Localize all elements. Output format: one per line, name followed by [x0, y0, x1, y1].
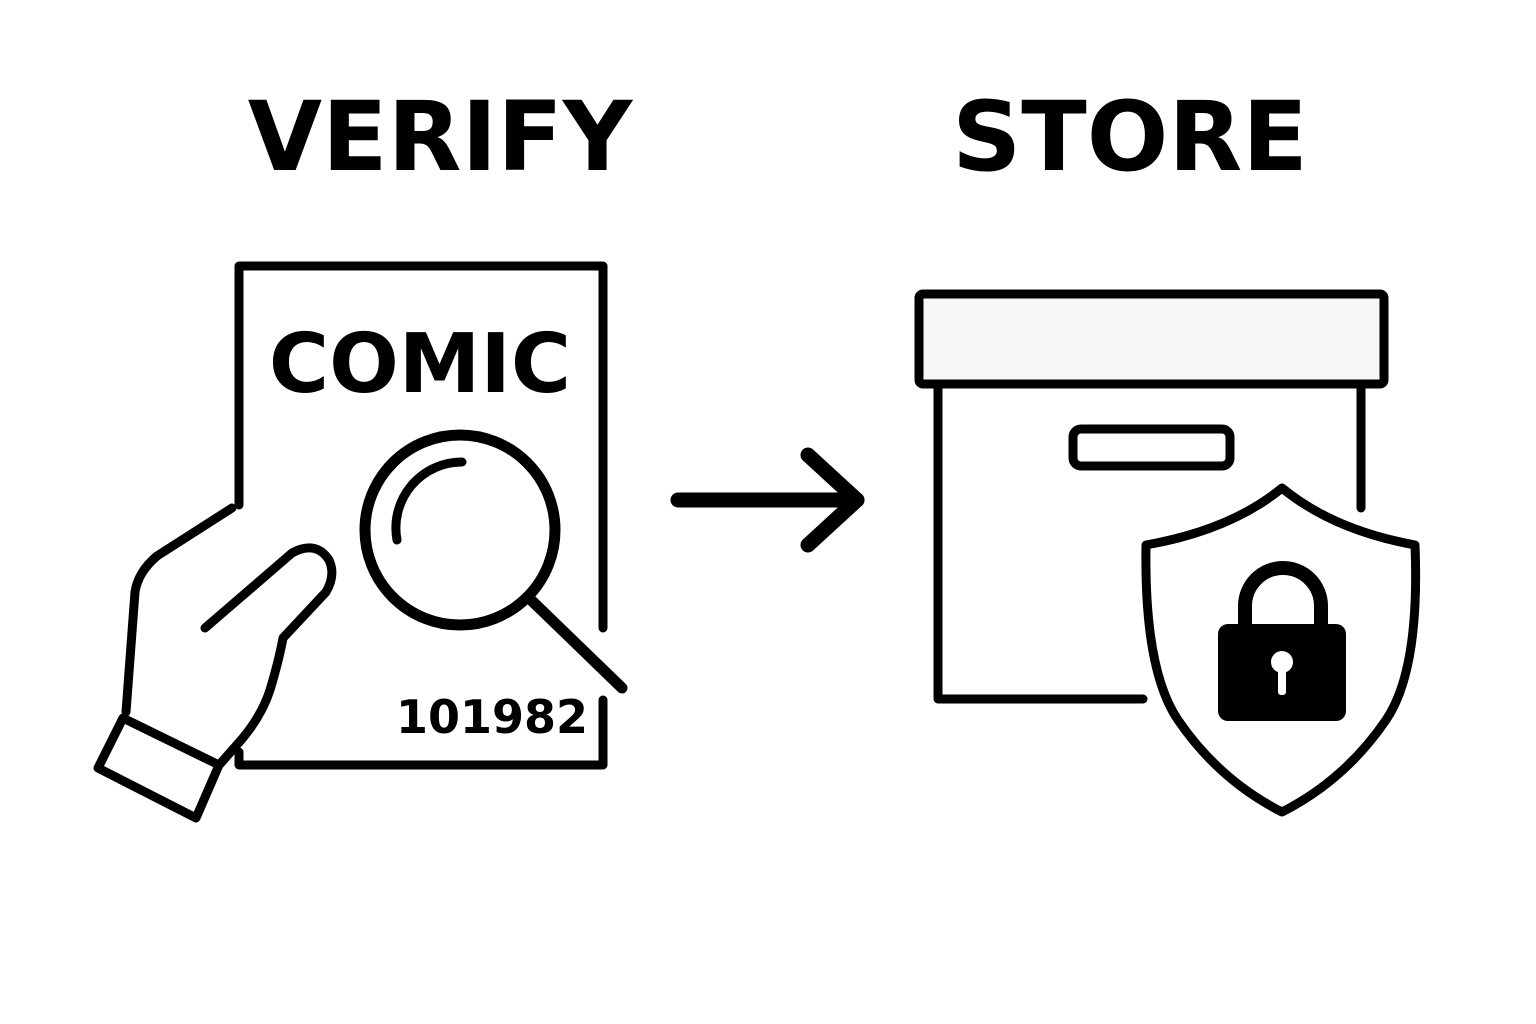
storage-box-icon	[914, 289, 1389, 704]
comic-serial-number: 101982	[396, 690, 588, 744]
box-handle	[1068, 424, 1235, 471]
comic-cover-label: COMIC	[269, 317, 571, 412]
box-lid	[914, 289, 1389, 389]
hand-icon	[93, 503, 337, 823]
store-illustration	[914, 289, 1421, 817]
arrow-right-icon	[670, 447, 865, 553]
magnifying-glass-icon	[359, 429, 628, 694]
padlock-icon	[1218, 561, 1346, 721]
comic-book-icon: COMIC 101982	[234, 261, 608, 770]
verify-heading: VERIFY	[248, 81, 634, 193]
verify-illustration: COMIC 101982	[93, 261, 628, 823]
store-heading: STORE	[952, 81, 1308, 193]
